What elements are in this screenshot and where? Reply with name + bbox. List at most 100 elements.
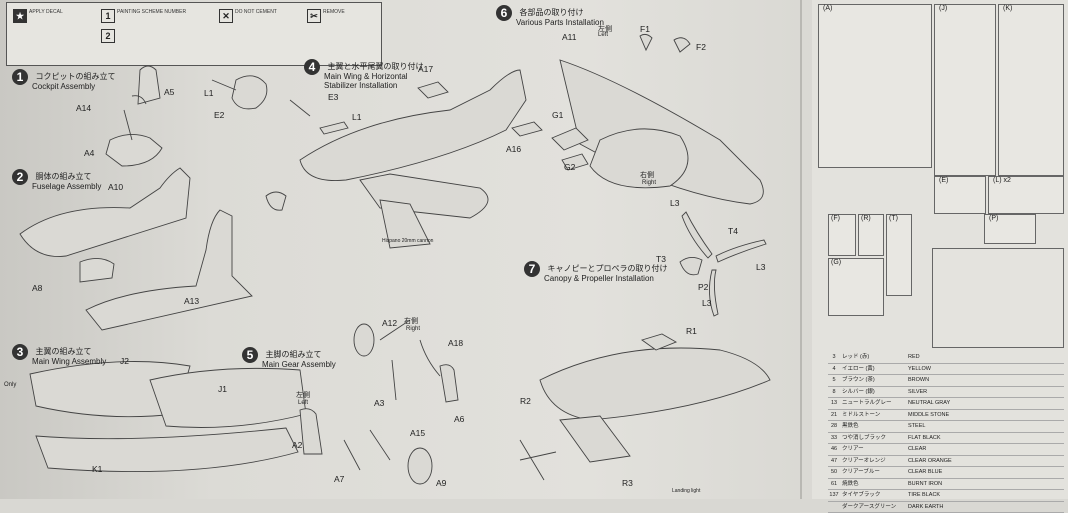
part-label: E3 — [328, 92, 338, 102]
part-label: L3 — [670, 198, 679, 208]
step-6-heading: 6 各部品の取り付け Various Parts Installation — [496, 4, 604, 27]
cockpit-insert-drawing — [80, 258, 114, 282]
step-title-jp: 主翼と水平尾翼の取り付け — [327, 61, 423, 72]
sprue-r-box: (R) — [858, 214, 884, 256]
landing-light-note: Landing light — [672, 488, 700, 494]
step-2-heading: 2 胴体の組み立て Fuselage Assembly — [12, 168, 101, 191]
part-label: A18 — [448, 338, 463, 348]
sprue-label: (P) — [989, 215, 998, 222]
part-label: K1 — [92, 464, 102, 474]
part-label: L1 — [204, 88, 213, 98]
part-label: G2 — [564, 162, 575, 172]
part-label: L3 — [702, 298, 711, 308]
part-label: T4 — [728, 226, 738, 236]
sprue-f-box: (F) — [828, 214, 856, 256]
part-label: F2 — [696, 42, 706, 52]
right-note-en: Right — [406, 326, 420, 332]
part-label: R3 — [622, 478, 633, 488]
step-title-en: Main Gear Assembly — [262, 360, 336, 369]
part-label: A17 — [418, 64, 433, 74]
canopy-frame-drawing — [640, 34, 690, 52]
propeller-final-drawing — [520, 440, 556, 480]
seat-part-drawing — [138, 66, 160, 104]
instruction-sheet: ★ APPLY DECAL 1 2 PAINTING SCHEME NUMBER… — [0, 0, 1068, 499]
propeller-blade-drawing — [682, 212, 712, 258]
only-note: Only — [4, 382, 16, 388]
gear-door-drawing — [440, 365, 458, 402]
part-label: A10 — [108, 182, 123, 192]
parts-map-panel: (A) (J) (K) (E) (L) x2 (F) (R) (T) (P) (… — [812, 0, 1068, 499]
part-label: A5 — [164, 87, 174, 97]
sprue-label: (K) — [1003, 5, 1012, 12]
part-label: A3 — [374, 398, 384, 408]
part-label: G1 — [552, 110, 563, 120]
part-label: L3 — [756, 262, 765, 272]
propeller-blade-2-drawing — [716, 240, 766, 262]
gear-door-left-drawing — [300, 409, 322, 454]
left-note-en: Left — [598, 32, 608, 38]
sprue-l-box: (L) x2 — [988, 176, 1064, 214]
step-title-en: Various Parts Installation — [516, 18, 604, 27]
exhaust-drawing — [320, 122, 348, 134]
left-note-en: Left — [298, 400, 308, 406]
step-number: 6 — [496, 5, 512, 21]
sprue-e-box: (E) — [934, 176, 986, 214]
part-label: J1 — [218, 384, 227, 394]
step-title-en: Main Wing Assembly — [32, 357, 106, 366]
sprue-a-box: (A) — [818, 4, 932, 168]
part-label: A9 — [436, 478, 446, 488]
step-title-jp: キャノピーとプロペラの取り付け — [547, 263, 667, 274]
part-label: P2 — [698, 282, 708, 292]
part-label: A13 — [184, 296, 199, 306]
wheel-drawing — [354, 324, 374, 356]
part-label: A8 — [32, 283, 42, 293]
sprue-k-box: (K) — [998, 4, 1064, 176]
part-label: A11 — [562, 32, 577, 42]
step-7-heading: 7 キャノピーとプロペラの取り付け Canopy & Propeller Ins… — [524, 260, 667, 283]
step-title-jp: 主脚の組み立て — [265, 349, 321, 360]
part-label: L1 — [352, 112, 361, 122]
spinner-drawing — [266, 192, 286, 210]
part-label: A16 — [506, 144, 521, 154]
step-number: 7 — [524, 261, 540, 277]
part-label: A7 — [334, 474, 344, 484]
main-wing-drawing — [360, 174, 488, 218]
left-note-jp: 左側 — [296, 390, 310, 400]
right-note-jp: 右側 — [640, 170, 654, 180]
step-number: 5 — [242, 347, 258, 363]
step-title-jp: 各部品の取り付け — [519, 7, 583, 18]
step-3-heading: 3 主翼の組み立て Main Wing Assembly — [12, 343, 106, 366]
wheel-2-drawing — [408, 448, 432, 484]
part-label: A6 — [454, 414, 464, 424]
part-label: A4 — [84, 148, 94, 158]
part-label: R2 — [520, 396, 531, 406]
step-title-en: Main Wing & Horizontal — [324, 72, 423, 81]
part-label: A14 — [76, 103, 91, 113]
final-wing-drawing — [560, 416, 630, 462]
sprue-g-box: (G) — [828, 258, 884, 316]
sprue-j-box: (J) — [934, 4, 996, 176]
gear-strut-drawing — [380, 320, 440, 400]
sprue-t-box: (T) — [886, 214, 912, 296]
sprue-label: (R) — [861, 215, 871, 222]
sprue-label: (T) — [889, 215, 898, 222]
gear-strut-2-drawing — [344, 430, 390, 470]
propeller-blade-3-drawing — [709, 270, 718, 316]
step-5-heading: 5 主脚の組み立て Main Gear Assembly — [242, 346, 336, 369]
right-note-en: Right — [642, 180, 656, 186]
engine-part-drawing — [232, 76, 267, 109]
sprue-label: (F) — [831, 215, 840, 222]
part-label: T3 — [656, 254, 666, 264]
step-title-jp: 主翼の組み立て — [35, 346, 91, 357]
step-number: 3 — [12, 344, 28, 360]
